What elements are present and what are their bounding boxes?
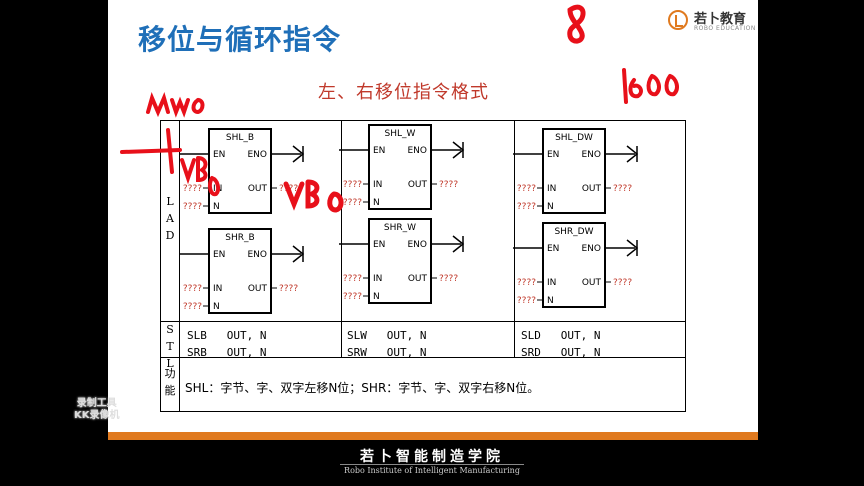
pin-eno-label: ENO (407, 146, 427, 156)
function-block-shl-dw (542, 128, 606, 214)
pin-n-label: N (547, 296, 554, 306)
in-operand: ???? (517, 184, 536, 194)
pin-out-label: OUT (248, 184, 268, 194)
pin-eno-label: ENO (247, 150, 267, 160)
out-operand: ???? (279, 284, 298, 294)
row-label-stl: S T L (166, 323, 174, 370)
pin-en-label: EN (213, 250, 225, 260)
in-operand: ???? (343, 180, 362, 190)
footer-title: 若卜智能制造学院 (360, 449, 504, 465)
pin-n-label: N (213, 202, 220, 212)
pin-eno-label: ENO (407, 240, 427, 250)
out-operand: ???? (613, 278, 632, 288)
n-operand: ???? (183, 202, 202, 212)
function-description: SHL：字节、字、双字左移N位；SHR：字节、字、双字右移N位。 (185, 381, 540, 395)
pin-in-label: IN (213, 184, 222, 194)
out-operand: ???? (439, 274, 458, 284)
brand-logo: 若卜教育 ROBO EDUCATION (668, 8, 758, 38)
n-operand: ???? (343, 292, 362, 302)
pin-n-label: N (547, 202, 554, 212)
n-operand: ???? (517, 296, 536, 306)
pin-en-label: EN (373, 146, 385, 156)
block-name-shl-b: SHL_B (226, 133, 254, 143)
function-block-shr-w (368, 218, 432, 304)
out-operand: ???? (279, 184, 298, 194)
pin-eno-label: ENO (247, 250, 267, 260)
pin-out-label: OUT (248, 284, 268, 294)
pin-en-label: EN (213, 150, 225, 160)
function-block-shr-b (208, 228, 272, 314)
n-operand: ???? (183, 302, 202, 312)
n-operand: ???? (517, 202, 536, 212)
block-name-shl-w: SHL_W (385, 129, 416, 139)
pin-eno-label: ENO (581, 150, 601, 160)
logo-icon (668, 10, 688, 30)
slide-subtitle: 左、右移位指令格式 (318, 82, 489, 103)
pin-out-label: OUT (582, 184, 602, 194)
footer-divider (340, 464, 524, 465)
pin-out-label: OUT (582, 278, 602, 288)
function-block-shl-b (208, 128, 272, 214)
pin-n-label: N (373, 292, 380, 302)
slide-title: 移位与循环指令 (138, 23, 342, 56)
out-operand: ???? (439, 180, 458, 190)
in-operand: ???? (183, 284, 202, 294)
block-name-shr-b: SHR_B (225, 233, 254, 243)
pin-in-label: IN (373, 274, 382, 284)
slide: 移位与循环指令 若卜教育 ROBO EDUCATION 左、右移位指令格式 L … (108, 0, 758, 440)
pin-eno-label: ENO (581, 244, 601, 254)
in-operand: ???? (517, 278, 536, 288)
logo-subtext: ROBO EDUCATION (694, 25, 756, 32)
pin-out-label: OUT (408, 274, 428, 284)
watermark-line-2: KK录像机 (74, 410, 120, 421)
out-operand: ???? (613, 184, 632, 194)
in-operand: ???? (183, 184, 202, 194)
watermark-line-1: 录制工具 (76, 398, 117, 409)
pin-in-label: IN (547, 278, 556, 288)
pin-in-label: IN (547, 184, 556, 194)
pin-en-label: EN (373, 240, 385, 250)
block-name-shr-dw: SHR_DW (554, 227, 593, 237)
pin-n-label: N (213, 302, 220, 312)
pin-n-label: N (373, 198, 380, 208)
row-label-lad: L A D (165, 195, 175, 242)
pin-in-label: IN (373, 180, 382, 190)
annotation-1600 (622, 68, 679, 104)
function-block-shr-dw (542, 222, 606, 308)
block-name-shr-w: SHR_W (384, 223, 416, 233)
footer-subtitle: Robo Institute of Intelligent Manufactur… (344, 466, 520, 475)
block-name-shl-dw: SHL_DW (555, 133, 593, 143)
row-label-function: 功 能 (164, 367, 176, 397)
in-operand: ???? (343, 274, 362, 284)
accent-bar (108, 432, 758, 440)
pin-out-label: OUT (408, 180, 428, 190)
stl-cell-byte: SLB OUT, N SRB OUT, N (187, 329, 267, 359)
function-block-shl-w (368, 124, 432, 210)
stl-cell-dword: SLD OUT, N SRD OUT, N (521, 329, 601, 359)
logo-text: 若卜教育 (694, 12, 747, 27)
pin-en-label: EN (547, 150, 559, 160)
n-operand: ???? (343, 198, 362, 208)
annotation-8 (567, 4, 586, 44)
recorder-watermark: 录制工具 KK录像机 (74, 398, 120, 422)
pin-in-label: IN (213, 284, 222, 294)
pin-en-label: EN (547, 244, 559, 254)
stl-cell-word: SLW OUT, N SRW OUT, N (347, 329, 427, 359)
